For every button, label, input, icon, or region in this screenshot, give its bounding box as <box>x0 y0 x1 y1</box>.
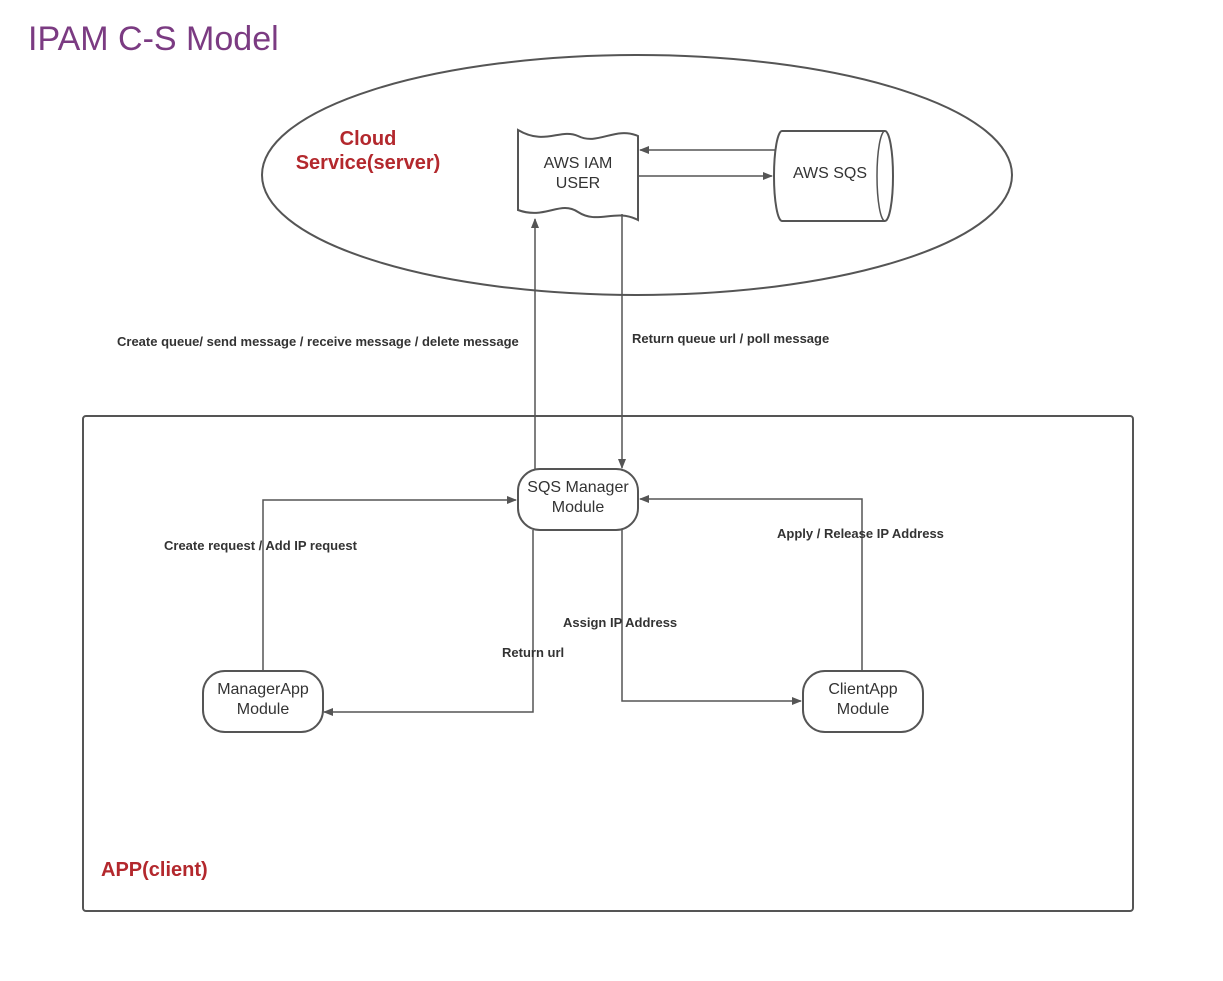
app-region-label: APP(client) <box>101 859 208 881</box>
sqs-manager-label: SQS Manager Module <box>518 478 638 518</box>
edge-label-apply-release: Apply / Release IP Address <box>777 526 944 541</box>
cloud-label-line1: Cloud <box>339 128 397 150</box>
aws-iam-user-line2: USER <box>555 175 601 192</box>
aws-sqs-line1: AWS SQS <box>792 165 868 182</box>
sqs-manager-line2: Module <box>551 499 605 516</box>
page-title: IPAM C-S Model <box>28 20 279 58</box>
cloud-label-line2: Service(server) <box>295 152 441 174</box>
client-app-label: ClientApp Module <box>803 680 923 720</box>
cloud-region-label: Cloud Service(server) <box>278 127 458 175</box>
edge-sqsmanager-to-clientapp <box>621 530 802 705</box>
aws-iam-user-line1: AWS IAM <box>543 155 613 172</box>
edge-clientapp-to-sqsmanager <box>639 495 863 671</box>
client-app-line2: Module <box>836 701 890 718</box>
client-app-line1: ClientApp <box>828 681 898 698</box>
aws-sqs-label: AWS SQS <box>775 164 885 184</box>
manager-app-line1: ManagerApp <box>217 681 309 698</box>
sqs-manager-module-node[interactable] <box>517 468 639 531</box>
edge-label-create-queue: Create queue/ send message / receive mes… <box>117 334 519 349</box>
aws-iam-user-label: AWS IAM USER <box>518 154 638 194</box>
manager-app-label: ManagerApp Module <box>203 680 323 720</box>
edge-managerapp-to-sqsmanager <box>262 496 517 671</box>
edge-label-return-queue: Return queue url / poll message <box>632 331 830 346</box>
client-app-module-node[interactable] <box>802 670 924 733</box>
app-client-region <box>82 415 1134 912</box>
edge-sqsmanager-to-managerapp <box>323 530 534 716</box>
edge-label-create-request: Create request / Add IP request <box>164 538 357 553</box>
aws-iam-user-node[interactable] <box>517 128 639 222</box>
manager-app-line2: Module <box>236 701 290 718</box>
edge-label-assign-ip: Assign IP Address <box>563 615 678 630</box>
sqs-manager-line1: SQS Manager <box>527 479 629 496</box>
aws-sqs-cylinder-rim <box>876 130 886 222</box>
edge-label-return-url: Return url <box>502 645 565 660</box>
